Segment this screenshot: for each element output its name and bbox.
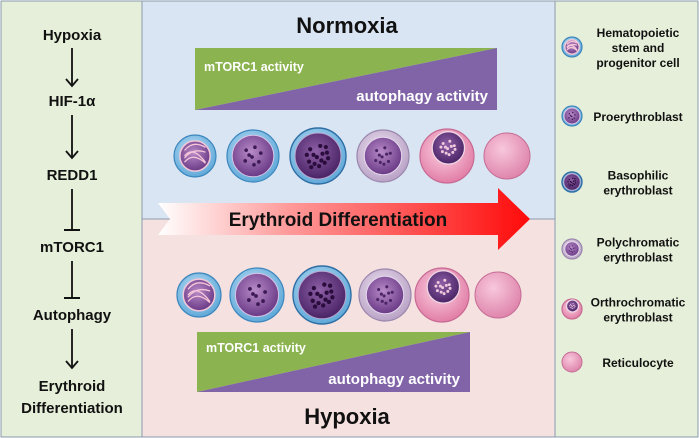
differentiation-arrow-label: Erythroid Differentiation xyxy=(229,210,448,231)
normoxia-mtorc1-label: mTORC1 activity xyxy=(204,60,304,74)
legend-label-ortho-1: Orthrochromatic xyxy=(591,296,686,310)
legend-icon-hsc xyxy=(561,36,583,58)
pathway-arrowhead-1 xyxy=(65,78,79,88)
normoxia-cell-pro xyxy=(226,129,280,183)
legend-label-hsc-3: progenitor cell xyxy=(596,56,679,70)
normoxia-autophagy-label: autophagy activity xyxy=(356,88,488,105)
legend-label-pro-1: Proerythroblast xyxy=(593,110,682,124)
hypoxia-mtorc1-label: mTORC1 activity xyxy=(206,341,306,355)
hypoxia-activity-bar: mTORC1 activity autophagy activity xyxy=(197,332,470,392)
legend-label-hsc-2: stem and xyxy=(612,41,665,55)
pathway-arrowhead-2 xyxy=(65,150,79,160)
legend-label-poly-2: erythroblast xyxy=(603,251,672,265)
normoxia-activity-bar: mTORC1 activity autophagy activity xyxy=(195,48,497,110)
hypoxia-autophagy-wedge xyxy=(197,332,470,392)
pathway-step-6-line-1: Erythroid xyxy=(39,378,106,395)
legend-label-baso-1: Basophilic xyxy=(608,169,669,183)
normoxia-title: Normoxia xyxy=(296,13,398,38)
pathway-step-4: mTORC1 xyxy=(40,239,104,256)
hypoxia-cell-retic xyxy=(474,271,522,319)
legend-icon-pro xyxy=(561,105,583,127)
hypoxia-cell-pro xyxy=(229,267,285,323)
pathway-step-6-line-2: Differentiation xyxy=(21,400,123,417)
hypoxia-cell-poly xyxy=(358,268,412,322)
erythroid-differentiation-arrow: Erythroid Differentiation xyxy=(158,188,530,250)
pathway-step-2: HIF-1α xyxy=(49,93,97,110)
legend-icon-retic xyxy=(561,351,583,373)
legend-label-baso-2: erythroblast xyxy=(603,184,672,198)
legend-icon-poly xyxy=(561,238,583,260)
legend-label-poly-1: Polychromatic xyxy=(597,236,680,250)
normoxia-cell-poly xyxy=(356,129,410,183)
normoxia-cell-hsc xyxy=(173,134,217,178)
legend-label-ortho-2: erythroblast xyxy=(603,311,672,325)
legend-label-hsc-1: Hematopoietic xyxy=(597,26,680,40)
normoxia-cell-baso xyxy=(289,127,347,185)
pathway-step-1: Hypoxia xyxy=(43,27,102,44)
differentiation-arrow-shape xyxy=(158,188,530,250)
normoxia-autophagy-wedge xyxy=(195,48,497,110)
normoxia-cell-row xyxy=(173,127,531,185)
hypoxia-cell-baso xyxy=(292,265,352,325)
hypoxia-autophagy-label: autophagy activity xyxy=(328,371,460,388)
hypoxia-cell-hsc xyxy=(176,272,222,318)
pathway-step-3: REDD1 xyxy=(47,167,98,184)
normoxia-cell-retic xyxy=(483,132,531,180)
legend-item-pro: Proerythroblast xyxy=(561,105,683,127)
hypoxia-title: Hypoxia xyxy=(304,404,390,429)
normoxia-cell-ortho xyxy=(419,128,475,184)
pathway-arrowhead-5 xyxy=(65,360,79,370)
legend-label-retic-1: Reticulocyte xyxy=(602,356,674,370)
legend-icon-ortho xyxy=(561,298,583,320)
hypoxia-cell-row xyxy=(176,265,522,325)
pathway-step-5: Autophagy xyxy=(33,307,112,324)
hypoxia-cell-ortho xyxy=(414,267,470,323)
legend-item-retic: Reticulocyte xyxy=(561,351,674,373)
legend-icon-baso xyxy=(561,171,583,193)
